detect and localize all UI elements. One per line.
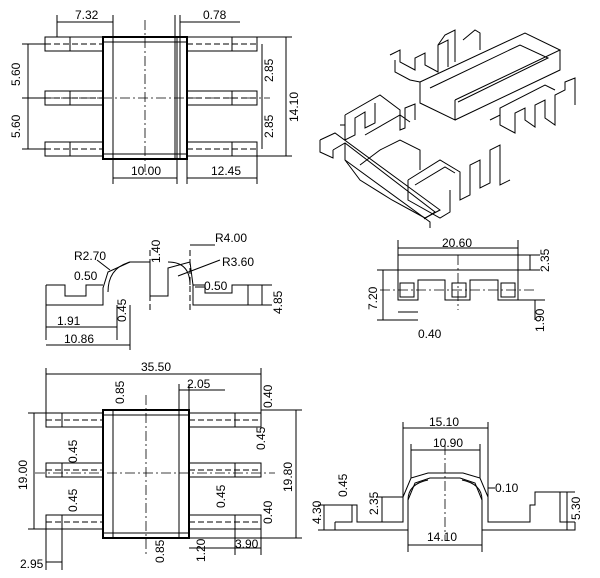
top-dim-pitch-top: 5.60 [9,62,23,86]
side-dim-r-small: R2.70 [74,249,106,263]
bottom-dim-offset-left: 2.95 [20,557,44,571]
bottom-dim-height-left: 19.00 [16,460,30,490]
end-dim-width: 20.60 [442,236,472,250]
side-dim-vertical: 1.40 [149,239,163,263]
top-dim-half-top: 2.85 [262,58,276,82]
side-dim-step-left: 0.50 [74,269,98,283]
side-dim-step-right: 0.50 [204,279,228,293]
side-dim-height: 4.85 [271,290,285,314]
bottom-dim-gap: 2.05 [187,377,211,391]
top-dim-half-bottom: 2.85 [262,114,276,138]
side-dim-offset: 1.91 [57,314,81,328]
top-view [22,15,292,184]
bottom-dim-pin-c: 0.45 [214,484,228,508]
side-view [45,244,272,350]
side-dim-width: 10.86 [64,332,94,346]
side-dim-pin-thk: 0.45 [115,298,129,322]
end-dim-top: 2.35 [538,248,552,272]
front-dim-step: 2.35 [367,491,381,515]
top-dim-height: 14.10 [287,92,301,122]
front-dim-top: 15.10 [429,415,459,429]
top-dim-pin: 12.45 [211,164,241,178]
bottom-dim-height-right: 19.80 [281,462,295,492]
side-dim-r-mid: R3.60 [222,255,254,269]
bottom-dim-pin-a: 0.45 [66,439,80,463]
end-dim-slot: 1.90 [533,308,547,332]
bottom-dim-pin-b: 0.45 [66,488,80,512]
front-dim-left-h: 4.30 [310,500,324,524]
front-view [318,422,576,552]
bottom-dim-wall-bottom: 0.85 [153,539,167,563]
top-dim-width: 7.32 [75,8,99,22]
bottom-dim-width: 35.50 [141,360,171,374]
bottom-dim-pin-len: 3.90 [235,537,259,551]
bottom-dim-pin-w: 1.20 [194,538,208,562]
side-dim-r-big: R4.00 [215,231,247,245]
front-dim-bottom: 14.10 [427,530,457,544]
top-dim-core: 10.00 [131,164,161,178]
bottom-dim-pin-top: 0.40 [261,384,275,408]
top-dim-pitch-bottom: 5.60 [9,114,23,138]
front-dim-thk: 0.45 [336,473,350,497]
end-view [377,240,545,321]
front-dim-inner: 10.90 [433,436,463,450]
isometric-view [319,29,576,228]
end-dim-wall: 0.40 [418,327,442,341]
bottom-dim-pin-right: 0.45 [254,426,268,450]
bottom-dim-wall-top: 0.85 [113,380,127,404]
top-dim-gap: 0.78 [203,8,227,22]
bottom-dim-pin-bottom: 0.40 [261,500,275,524]
bottom-view [28,368,302,570]
front-dim-height: 5.30 [569,496,583,520]
end-dim-height: 7.20 [366,286,380,310]
front-dim-thin: 0.10 [495,481,519,495]
